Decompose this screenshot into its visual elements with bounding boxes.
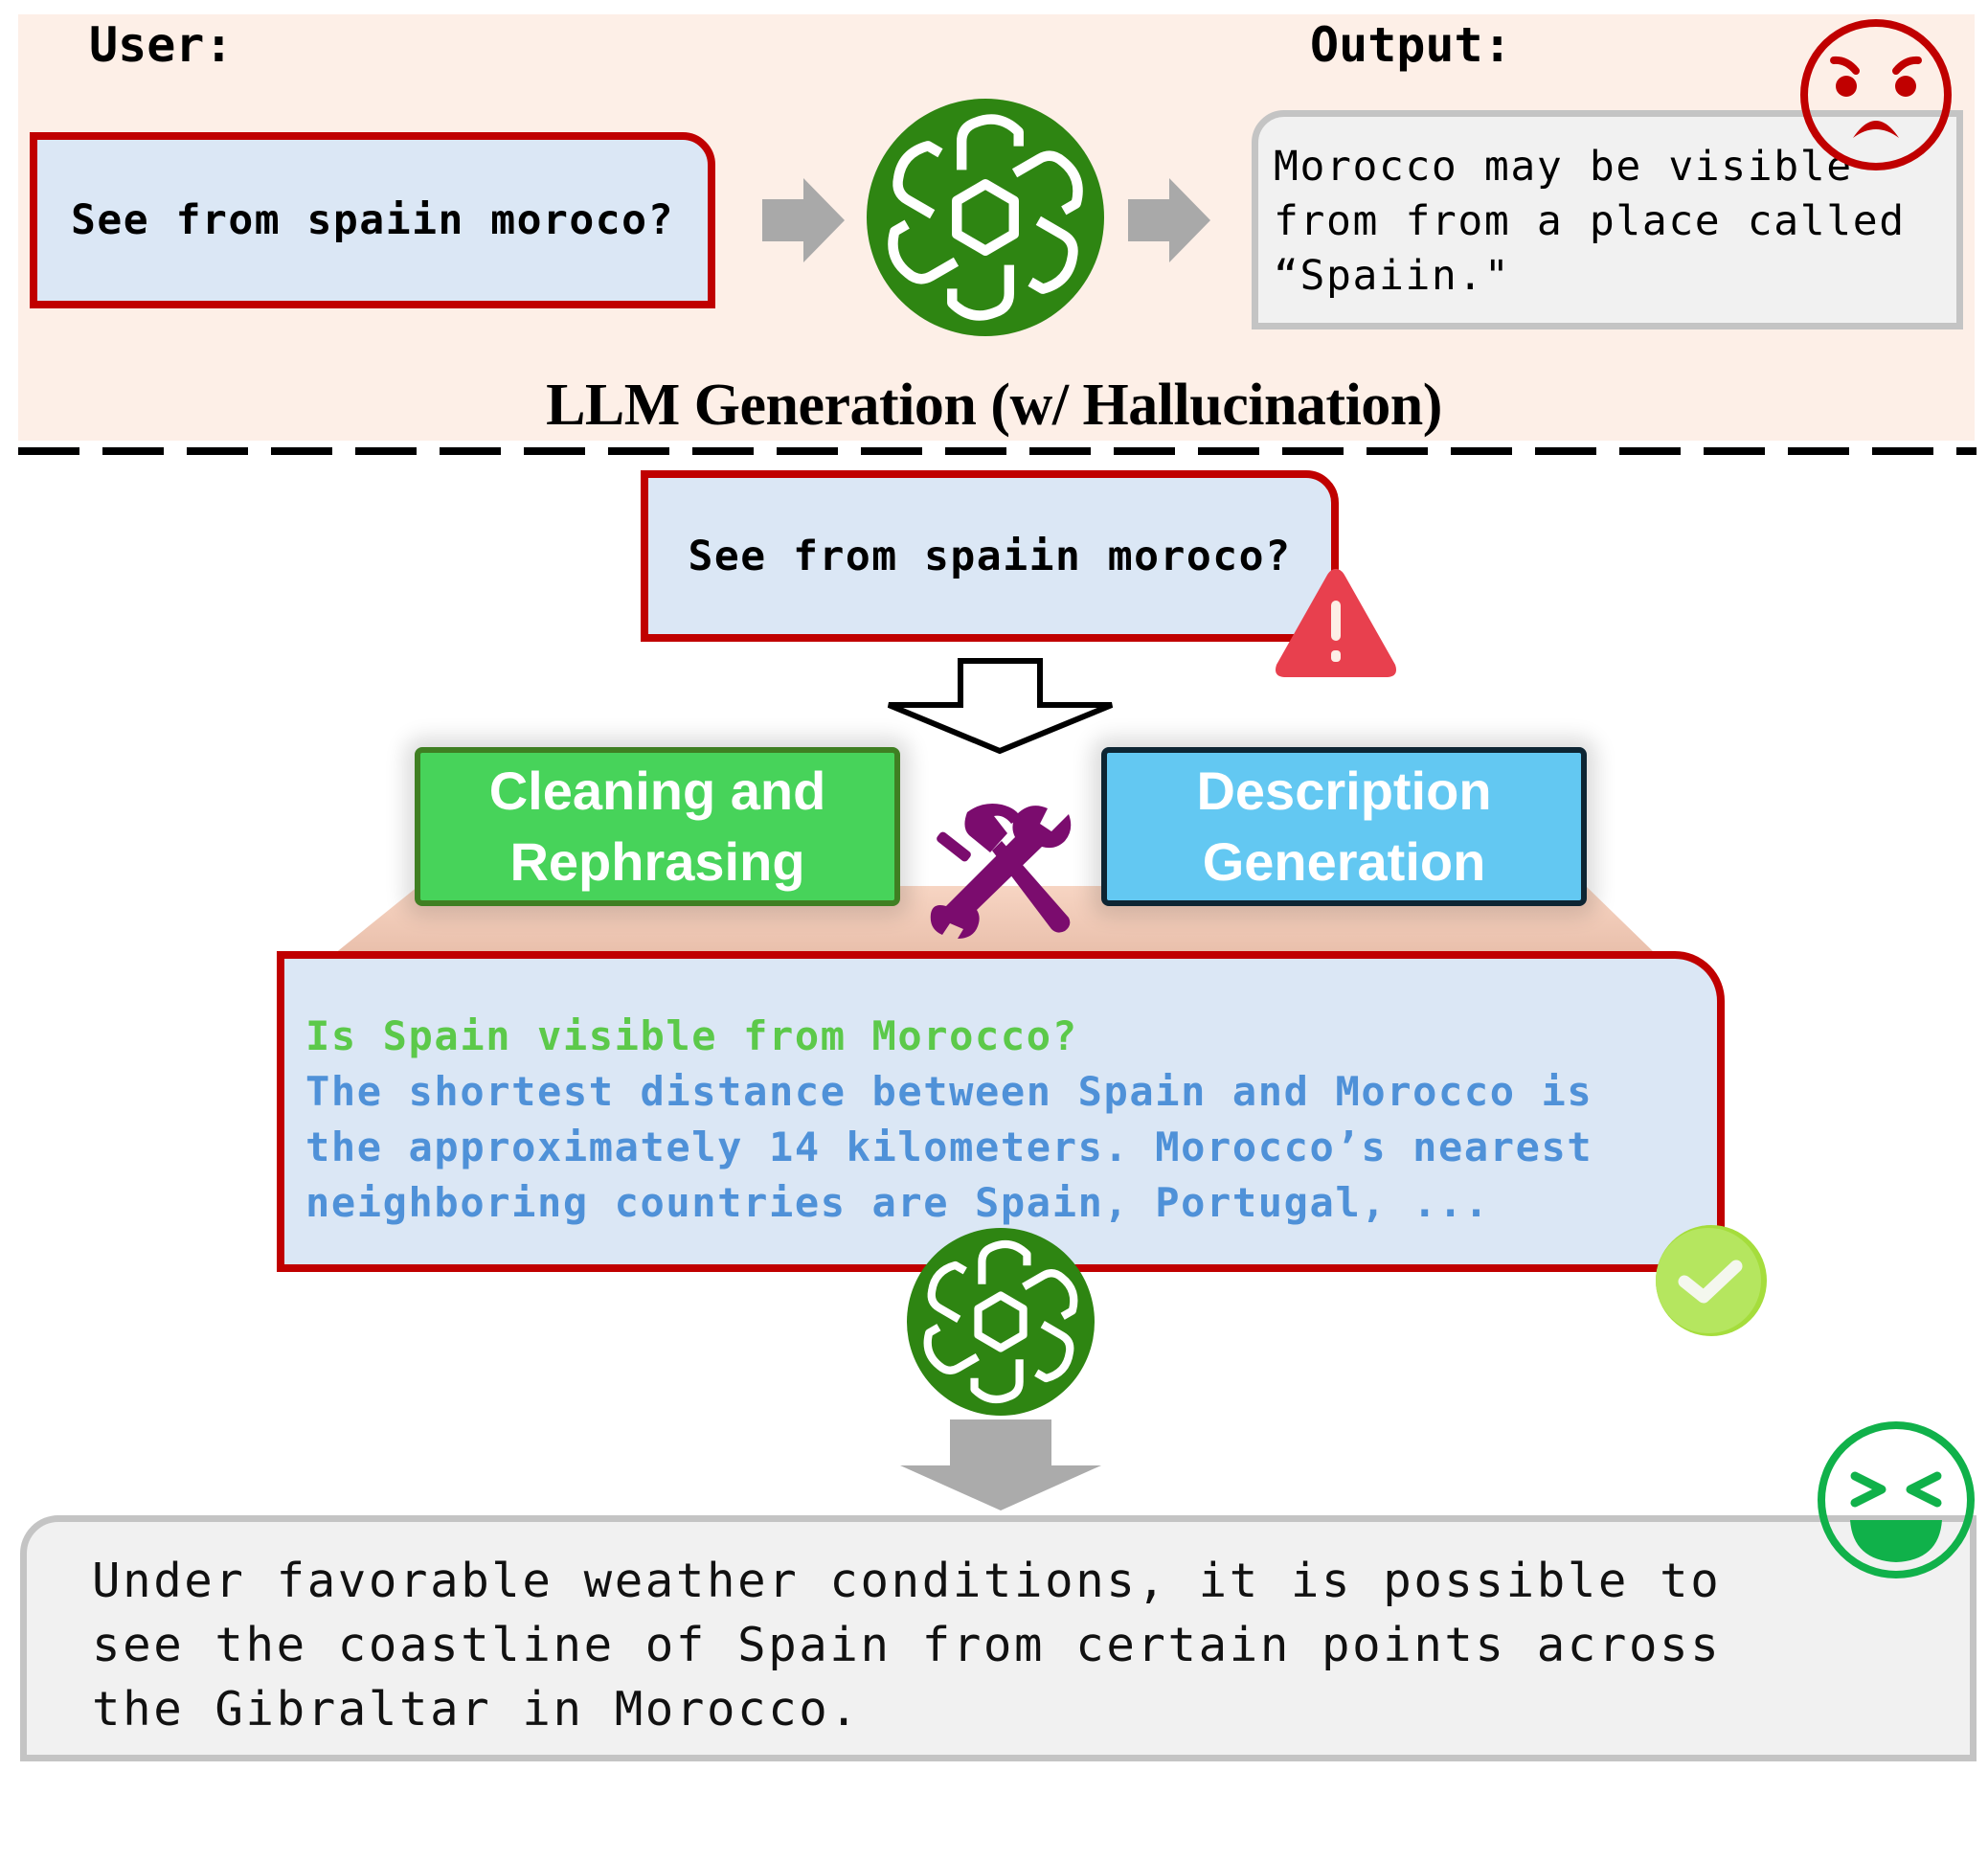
check-circle-icon: [1656, 1225, 1767, 1336]
model-output-line: Morocco may be visible: [1274, 143, 1853, 191]
description-generation-stage: Description Generation: [1101, 747, 1587, 906]
stage-label-line: Description: [1196, 761, 1492, 821]
section-divider: [18, 447, 1977, 455]
hollow-arrow-down-icon: [887, 658, 1114, 755]
openai-logo-icon: [867, 99, 1104, 336]
input-query-text: See from spaiin moroco?: [688, 532, 1292, 580]
arrow-right-icon: [1128, 178, 1210, 262]
warning-triangle-icon: [1276, 569, 1396, 677]
description-line: the approximately 14 kilometers. Morocco…: [305, 1124, 1593, 1170]
user-query-text: See from spaiin moroco?: [71, 196, 674, 244]
stage-label-line: Generation: [1202, 831, 1486, 892]
model-output-text: Morocco may be visible from from a place …: [1274, 140, 1906, 304]
user-label: User:: [89, 17, 234, 73]
hammer-wrench-icon: [930, 804, 1072, 939]
user-query-box: See from spaiin moroco?: [30, 132, 715, 308]
final-output-line: see the coastline of Spain from certain …: [92, 1618, 1722, 1672]
model-output-box: Morocco may be visible from from a place …: [1252, 110, 1963, 329]
input-query-box: See from spaiin moroco?: [641, 470, 1339, 642]
enhanced-query-text: Is Spain visible from Morocco? The shorte…: [305, 1009, 1593, 1231]
stage-label-line: Cleaning and: [488, 761, 826, 821]
angry-face-icon: [1800, 19, 1952, 170]
final-output-line: Under favorable weather conditions, it i…: [92, 1554, 1722, 1608]
final-output-text: Under favorable weather conditions, it i…: [92, 1549, 1721, 1741]
output-label: Output:: [1310, 17, 1512, 73]
laughing-face-icon: [1818, 1421, 1975, 1578]
final-output-box: Under favorable weather conditions, it i…: [20, 1515, 1977, 1761]
stage-label-line: Rephrasing: [509, 831, 805, 892]
model-output-line: from from a place called: [1274, 197, 1906, 245]
panel-title: LLM Generation (w/ Hallucination): [546, 373, 1442, 438]
openai-logo-icon: [907, 1228, 1095, 1416]
model-output-line: “Spaiin.": [1274, 252, 1511, 300]
final-output-line: the Gibraltar in Morocco.: [92, 1682, 861, 1737]
description-line: neighboring countries are Spain, Portuga…: [305, 1179, 1490, 1226]
arrow-right-icon: [762, 178, 845, 262]
rephrased-question: Is Spain visible from Morocco?: [305, 1012, 1078, 1059]
enhanced-query-box: Is Spain visible from Morocco? The shorte…: [277, 951, 1725, 1272]
cleaning-rephrasing-stage: Cleaning and Rephrasing: [415, 747, 900, 906]
arrow-down-icon: [900, 1419, 1101, 1510]
description-line: The shortest distance between Spain and …: [305, 1068, 1593, 1115]
